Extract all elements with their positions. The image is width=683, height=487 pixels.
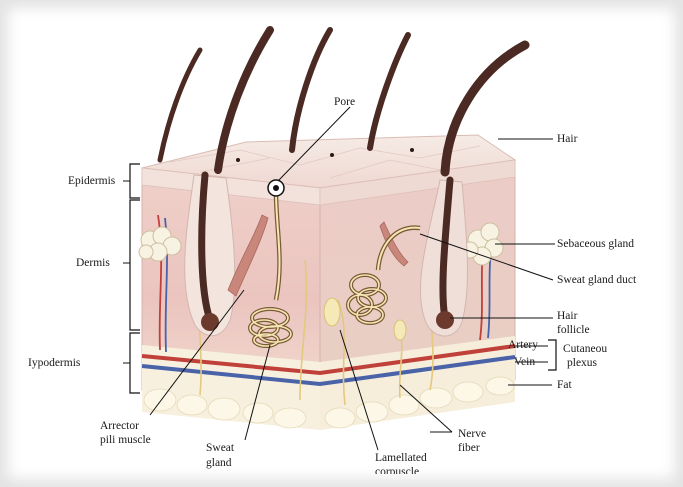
label-epidermis: Epidermis (68, 175, 115, 188)
label-pore: Pore (334, 96, 355, 109)
label-cutaneous-plexus-line2: plexus (567, 357, 597, 370)
label-hair-follicle-line1: Hair (557, 310, 577, 323)
label-sweat-gland-line2: gland (206, 457, 232, 470)
label-fat: Fat (557, 379, 572, 392)
label-artery: Artery (508, 339, 538, 352)
label-cutaneous-plexus-line1: Cutaneou (563, 343, 607, 356)
label-lamellated-corpuscle-line2: corpuscle (375, 466, 419, 474)
label-arrector-pili-line2: pili muscle (100, 434, 151, 447)
label-sweat-gland-duct: Sweat gland duct (557, 274, 636, 287)
label-nerve-fiber-line1: Nerve (458, 428, 486, 441)
label-dermis: Dermis (76, 257, 110, 270)
label-hair-follicle-line2: follicle (557, 324, 590, 337)
label-sweat-gland-line1: Sweat (206, 442, 234, 455)
label-sebaceous-gland: Sebaceous gland (557, 238, 634, 251)
label-hypodermis: Iypodermis (28, 357, 80, 370)
label-hair: Hair (557, 133, 577, 146)
label-nerve-fiber-line2: fiber (458, 442, 480, 455)
label-arrector-pili-line1: Arrector (100, 420, 139, 433)
lamellated-corpuscle (324, 298, 340, 326)
label-lamellated-corpuscle-line1: Lamellated (375, 452, 427, 465)
label-vein: Vein (514, 356, 535, 369)
